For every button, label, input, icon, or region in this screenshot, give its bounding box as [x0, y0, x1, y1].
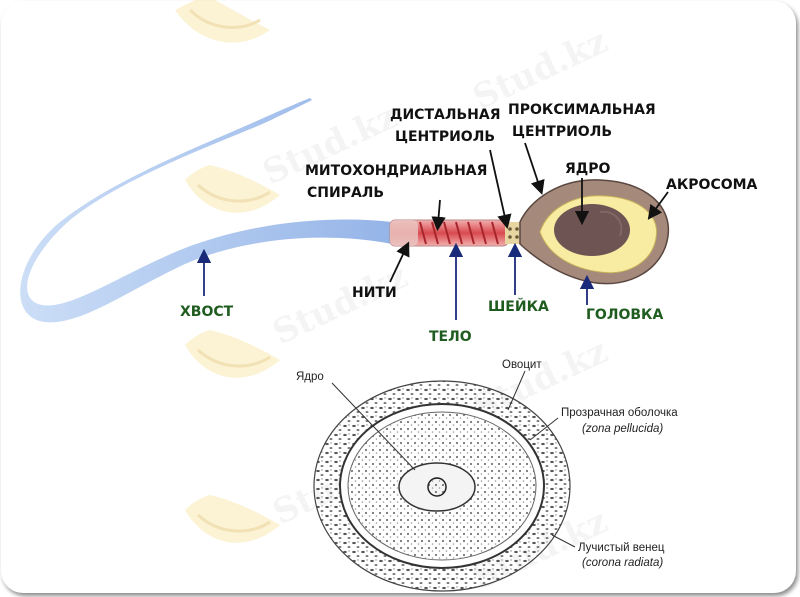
label-oocyte: Овоцит [502, 359, 542, 371]
label-proximal-centriole-line1: ПРОКСИМАЛЬНАЯ [508, 102, 656, 118]
label-corona-radiata-latin: (corona radiata) [582, 557, 663, 569]
label-corona-radiata: Лучистый венец [578, 542, 665, 554]
oocyte-leaders [331, 370, 576, 548]
sperm-filaments-sheath [390, 220, 418, 246]
label-distal-centriole-line2: ЦЕНТРИОЛЬ [395, 129, 495, 145]
label-mito-spiral-line2: СПИРАЛЬ [307, 185, 384, 201]
watermark-logo-icon [185, 165, 280, 213]
label-neck: ШЕЙКА [488, 298, 549, 315]
label-filaments: НИТИ [352, 285, 397, 301]
label-acrosome: АКРОСОМА [666, 177, 758, 193]
oocyte-diagram [313, 380, 571, 592]
label-distal-centriole-line1: ДИСТАЛЬНАЯ [390, 107, 500, 123]
oocyte-labels: Ядро Овоцит Прозрачная оболочка (zona pe… [296, 359, 678, 569]
label-zona-pellucida: Прозрачная оболочка [561, 407, 678, 419]
sperm-arrows [196, 142, 669, 320]
oocyte-nucleolus [427, 477, 447, 497]
label-mito-spiral-line1: МИТОХОНДРИАЛЬНАЯ [305, 163, 487, 179]
mito-spiral-lines [419, 221, 499, 245]
label-oocyte-nucleus: Ядро [296, 371, 324, 383]
watermark-logo-icon [185, 330, 280, 378]
sperm-labels: ДИСТАЛЬНАЯ ЦЕНТРИОЛЬ ПРОКСИМАЛЬНАЯ ЦЕНТР… [180, 102, 758, 345]
sperm-nucleus [554, 204, 630, 256]
label-zona-pellucida-latin: (zona pellucida) [582, 423, 663, 435]
label-body: ТЕЛО [429, 329, 472, 345]
label-proximal-centriole-line2: ЦЕНТРИОЛЬ [512, 124, 612, 140]
label-nucleus: ЯДРО [565, 161, 611, 177]
watermark-logo-icon [185, 495, 280, 543]
watermark-text: Stud.kz [267, 256, 414, 353]
label-tail: ХВОСТ [180, 304, 234, 320]
label-head: ГОЛОВКА [586, 307, 663, 323]
watermark-logo-icon [175, 0, 270, 43]
